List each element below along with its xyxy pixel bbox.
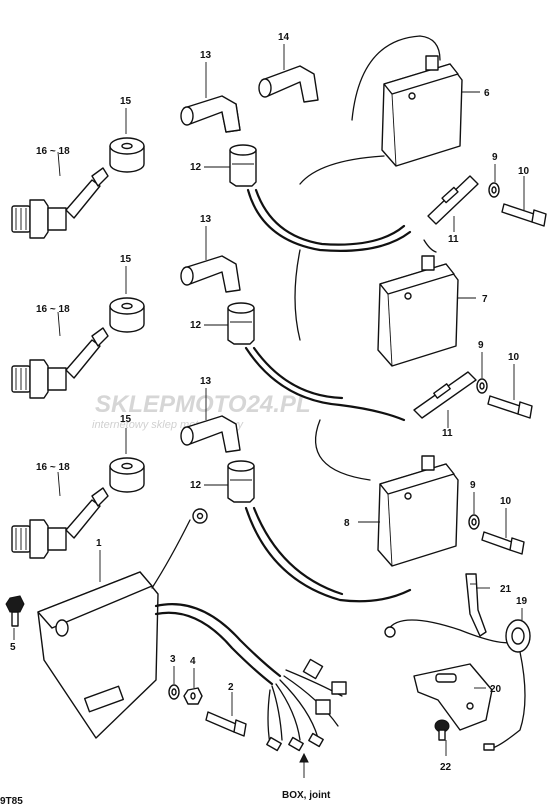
label-11-a: 11	[448, 234, 459, 245]
bolt-10-c[interactable]	[481, 531, 525, 555]
plug-cap-13-c[interactable]	[180, 415, 241, 453]
bolt-10-a[interactable]	[501, 203, 547, 227]
label-16-18-b: 16 ~ 18	[36, 304, 70, 315]
ht-cables	[244, 35, 441, 603]
washer-3[interactable]	[168, 684, 180, 700]
spark-plug-3[interactable]	[11, 487, 109, 559]
label-13-a: 13	[200, 50, 212, 61]
label-16-18-c: 16 ~ 18	[36, 462, 70, 473]
clamp-21[interactable]	[465, 573, 487, 637]
bracket-11-a[interactable]	[427, 175, 479, 225]
label-2: 2	[228, 682, 234, 693]
label-15-c: 15	[120, 414, 132, 425]
nut-4[interactable]	[183, 687, 203, 705]
label-19: 19	[516, 596, 528, 607]
cap-15-c[interactable]	[109, 457, 145, 493]
plug-cap-13-a[interactable]	[180, 95, 241, 133]
label-21: 21	[500, 584, 512, 595]
label-15-a: 15	[120, 96, 132, 107]
label-22: 22	[440, 762, 452, 773]
plug-cap-14[interactable]	[258, 65, 319, 103]
washer-9-c[interactable]	[468, 514, 480, 530]
bolt-2[interactable]	[205, 711, 247, 737]
label-4: 4	[190, 656, 196, 667]
label-15-b: 15	[120, 254, 132, 265]
ignition-coil-6[interactable]	[381, 55, 463, 167]
watermark-brand: SKLEPMOTO24.PL	[95, 391, 311, 418]
bracket-11-b[interactable]	[413, 371, 477, 419]
screw-22[interactable]	[434, 719, 450, 741]
ignition-coil-7[interactable]	[377, 255, 459, 367]
label-8: 8	[344, 518, 350, 529]
pickup-plate-20[interactable]	[413, 663, 493, 731]
cap-12-c[interactable]	[227, 460, 255, 503]
label-9-b: 9	[478, 340, 484, 351]
label-3: 3	[170, 654, 176, 665]
label-10-a: 10	[518, 166, 530, 177]
label-1: 1	[96, 538, 102, 549]
caption-joint-box: BOX, joint	[282, 790, 331, 801]
leader-lines	[13, 44, 525, 778]
label-12-b: 12	[190, 320, 202, 331]
cdi-ring-terminal-wire	[151, 508, 208, 589]
cap-15-b[interactable]	[109, 297, 145, 333]
label-9-a: 9	[492, 152, 498, 163]
bolt-10-b[interactable]	[487, 395, 533, 419]
label-7: 7	[482, 294, 488, 305]
label-13-b: 13	[200, 214, 212, 225]
label-11-b: 11	[442, 428, 453, 439]
spark-plug-2[interactable]	[11, 327, 109, 399]
label-14: 14	[278, 32, 290, 43]
label-12-a: 12	[190, 162, 202, 173]
label-9-c: 9	[470, 480, 476, 491]
ignition-coil-8[interactable]	[377, 455, 459, 567]
cap-15-a[interactable]	[109, 137, 145, 173]
plug-cap-13-b[interactable]	[180, 255, 241, 293]
label-6: 6	[484, 88, 490, 99]
label-10-b: 10	[508, 352, 520, 363]
callout-numbers: 16 ~ 18 16 ~ 18 16 ~ 18 15 15 15 13 13 1…	[0, 32, 530, 807]
cdi-unit[interactable]	[37, 571, 159, 739]
label-12-c: 12	[190, 480, 202, 491]
label-5: 5	[10, 642, 16, 653]
screw-5[interactable]	[5, 595, 25, 627]
spark-plug-1[interactable]	[11, 167, 109, 239]
label-16-18-a: 16 ~ 18	[36, 146, 70, 157]
corner-code: 9T85	[0, 796, 23, 807]
cap-12-b[interactable]	[227, 302, 255, 345]
washer-9-b[interactable]	[476, 378, 488, 394]
joint-box-connectors	[266, 658, 347, 752]
washer-9-a[interactable]	[488, 182, 500, 198]
label-13-c: 13	[200, 376, 212, 387]
pickup-19[interactable]	[384, 619, 531, 751]
label-10-c: 10	[500, 496, 512, 507]
cap-12-a[interactable]	[229, 144, 257, 187]
label-20: 20	[490, 684, 502, 695]
